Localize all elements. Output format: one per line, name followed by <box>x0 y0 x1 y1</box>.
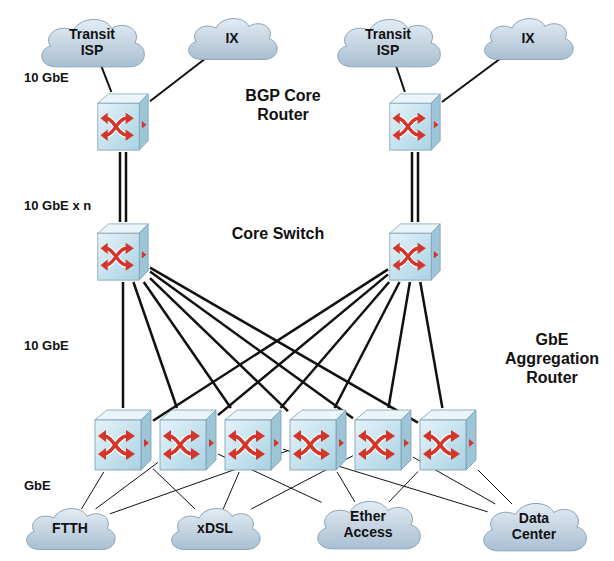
router-switch <box>388 222 442 282</box>
cloud-label: Ether Access <box>336 508 400 540</box>
network-link <box>420 282 442 408</box>
cloud-label: Transit ISP <box>60 26 124 58</box>
network-cloud: FTTH <box>20 503 120 553</box>
network-cloud: IX <box>478 13 578 63</box>
router-icon <box>288 408 348 472</box>
network-link <box>133 282 177 408</box>
network-link <box>223 472 239 509</box>
cloud-label: Transit ISP <box>356 26 420 58</box>
network-link <box>153 269 388 420</box>
tier-label: GbE Aggregation Router <box>496 330 608 387</box>
network-cloud: Data Center <box>476 497 592 555</box>
router-switch <box>288 408 348 472</box>
cloud-label: xDSL <box>197 520 233 536</box>
router-icon <box>388 222 442 282</box>
router-icon <box>93 408 153 472</box>
router-switch <box>93 408 153 472</box>
network-link <box>150 57 207 101</box>
router-icon <box>158 408 218 472</box>
network-link <box>442 57 502 102</box>
network-link <box>281 282 390 408</box>
router-icon <box>418 408 478 472</box>
router-switch <box>353 408 413 472</box>
router-switch <box>223 408 283 472</box>
link-speed-label: 10 GbE x n <box>24 198 91 214</box>
network-cloud: xDSL <box>165 503 265 553</box>
network-cloud: Ether Access <box>310 495 426 553</box>
network-link <box>389 472 418 502</box>
cloud-label: IX <box>521 30 534 46</box>
link-speed-label: 10 GbE <box>24 70 69 86</box>
network-link <box>125 152 128 222</box>
network-link <box>411 152 414 222</box>
cloud-label: IX <box>225 30 238 46</box>
network-cloud: IX <box>182 13 282 63</box>
network-link <box>150 278 288 411</box>
network-link <box>417 152 420 222</box>
device-heading: Core Switch <box>228 224 328 243</box>
network-link <box>478 470 512 504</box>
network-link <box>81 472 103 509</box>
router-switch <box>388 92 442 152</box>
network-link <box>388 282 409 408</box>
network-link <box>218 274 388 415</box>
device-heading: BGP Core Router <box>228 86 338 124</box>
router-icon <box>96 222 150 282</box>
router-switch: BGP Core Router <box>96 92 150 152</box>
network-link <box>122 282 125 408</box>
network-link <box>395 64 404 92</box>
cloud-label: FTTH <box>52 520 88 536</box>
link-speed-label: 10 GbE <box>24 338 69 354</box>
router-icon <box>353 408 413 472</box>
network-link <box>337 472 355 502</box>
router-switch <box>418 408 478 472</box>
link-speed-label: GbE <box>24 478 51 494</box>
router-icon <box>96 92 150 152</box>
router-icon <box>223 408 283 472</box>
network-link <box>101 64 112 92</box>
network-link <box>153 469 195 509</box>
router-switch: Core Switch <box>96 222 150 282</box>
network-cloud: Transit ISP <box>34 13 150 71</box>
network-link <box>150 268 418 423</box>
cloud-label: Data Center <box>502 510 566 542</box>
network-link <box>335 282 400 408</box>
network-cloud: Transit ISP <box>330 13 446 71</box>
network-link <box>150 272 353 419</box>
network-link <box>119 152 122 222</box>
router-icon <box>388 92 442 152</box>
router-switch <box>158 408 218 472</box>
